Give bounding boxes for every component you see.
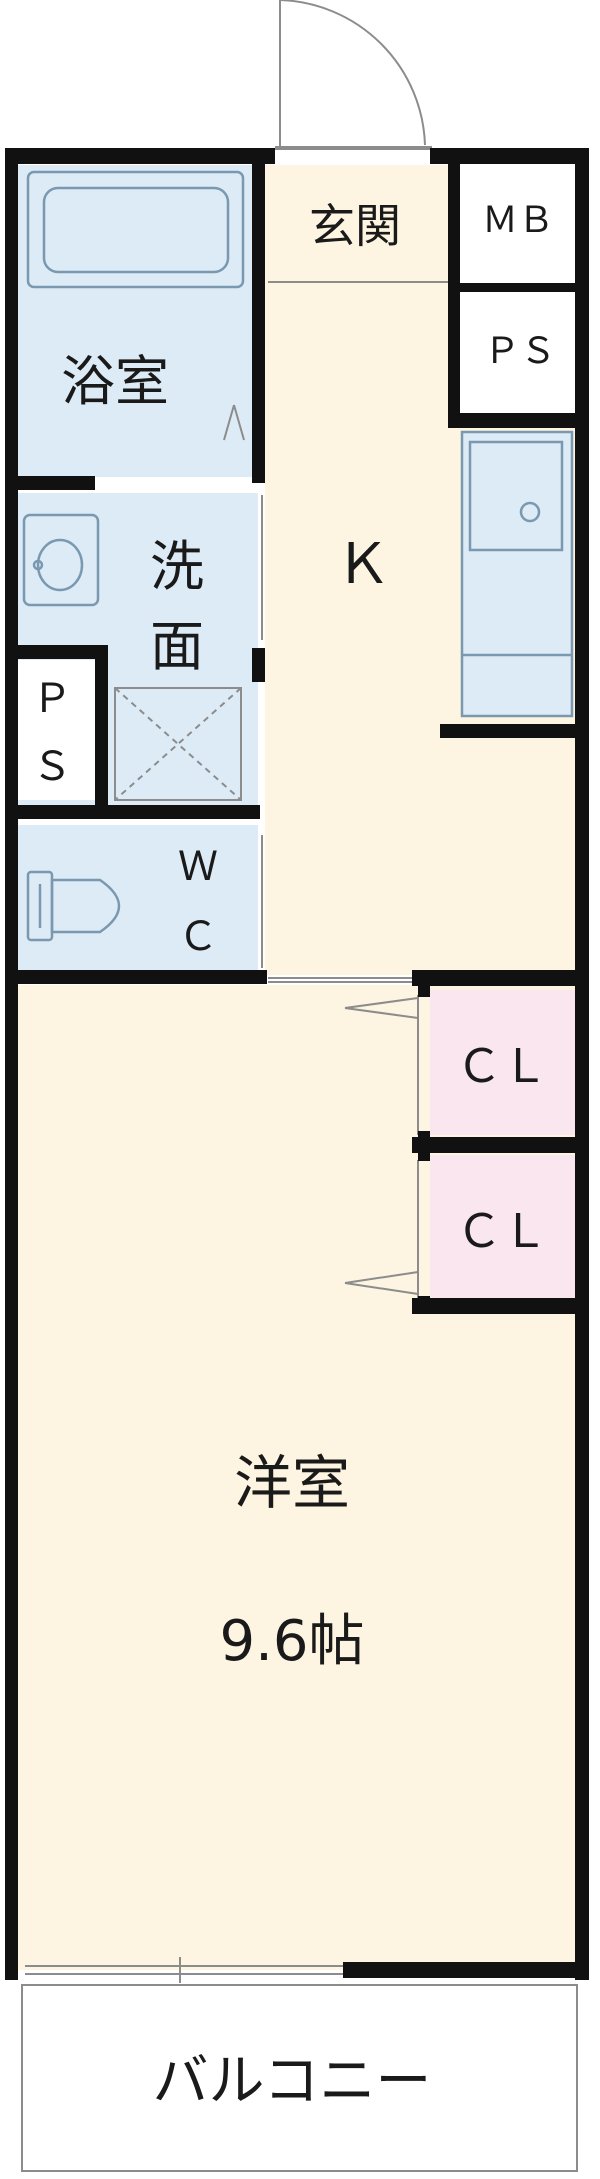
wc-label-1: Ｗ <box>178 844 218 890</box>
entrance-label: 玄関 <box>309 199 401 253</box>
ps-left-label-2: Ｓ <box>32 744 72 790</box>
western-room-label: 洋室 <box>234 1449 350 1517</box>
toilet-icon <box>26 870 121 942</box>
balcony-window <box>25 1957 345 1983</box>
western-room-size: 9.6帖 <box>219 1609 364 1674</box>
closet-1-label: ＣＬ <box>456 1039 548 1093</box>
balcony-label: バルコニー <box>153 2049 432 2114</box>
bath-door-mark <box>223 404 245 441</box>
bath-floor <box>18 165 258 477</box>
washing-machine-pan-icon <box>114 687 242 801</box>
bath-label: 浴室 <box>61 350 169 413</box>
balcony-floor <box>18 1985 575 2170</box>
ps-top-floor <box>460 290 578 415</box>
bathtub-icon <box>26 170 245 289</box>
balcony-railing <box>21 1984 578 2172</box>
wc-floor <box>18 825 258 975</box>
entrance-floor <box>265 165 455 277</box>
mb-floor <box>460 165 578 283</box>
mb-label: ＭＢ <box>482 200 554 241</box>
ps-top-label: ＰＳ <box>484 331 556 372</box>
closet-1-floor <box>430 990 575 1135</box>
ps-left-label-1: Ｐ <box>32 676 72 722</box>
washroom-label-2: 面 <box>150 615 204 678</box>
closet-door-marks <box>261 281 450 1300</box>
closet-2-floor <box>430 1155 575 1300</box>
kitchen-sink-icon <box>460 430 574 718</box>
walls <box>5 148 589 1980</box>
closet-2-label: ＣＬ <box>456 1204 548 1258</box>
washroom-label-1: 洗 <box>150 535 204 598</box>
washbasin-icon <box>22 513 100 607</box>
ps-left-floor <box>18 660 96 800</box>
wc-label-2: Ｃ <box>178 914 218 960</box>
kitchen-label: Ｋ <box>335 532 391 597</box>
door-swing-icon <box>275 0 432 150</box>
